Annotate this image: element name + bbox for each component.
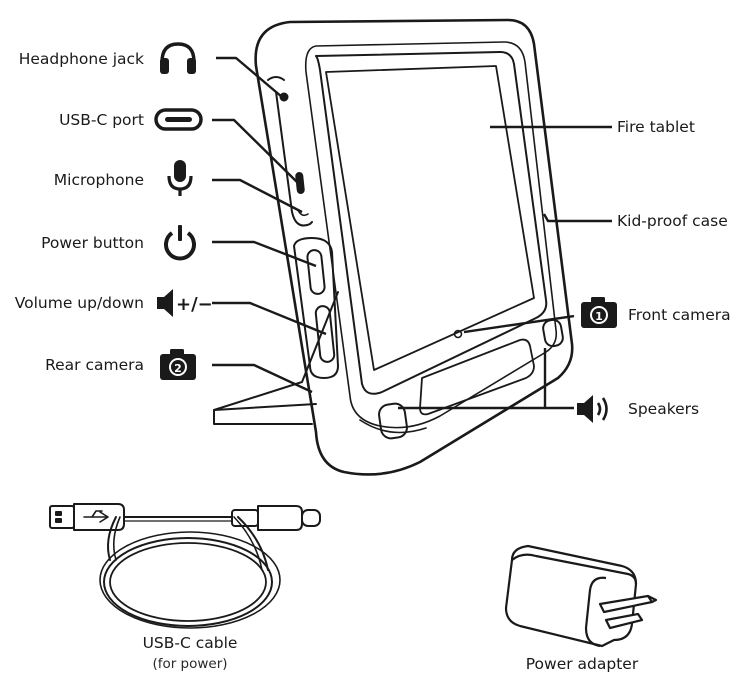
headphone-jack-hole	[279, 92, 289, 102]
speaker-left	[378, 402, 408, 440]
speaker-right	[542, 318, 564, 348]
usb-c-port-slot	[295, 172, 305, 194]
usb-c-port-icon	[154, 108, 203, 131]
speakers-label: Speakers	[628, 400, 700, 418]
front-camera-number: 1	[595, 310, 603, 323]
rear-camera-number: 2	[174, 362, 182, 375]
rear-camera-label: Rear camera	[45, 356, 144, 374]
fire-tablet-frame	[315, 51, 548, 395]
tablet-illustration	[213, 18, 574, 476]
volume-icon: +/−	[157, 289, 213, 317]
usb-c-cable-illustration	[49, 503, 321, 629]
bottom-speaker-bar	[419, 338, 535, 416]
power-icon	[164, 225, 196, 261]
volume-plus-minus: +/−	[176, 294, 213, 315]
button-bump	[293, 237, 339, 379]
kickstand	[213, 291, 339, 425]
adapter-prongs	[598, 594, 658, 630]
microphone-icon	[167, 160, 193, 196]
usb-c-cable-label: USB-C cable	[142, 634, 238, 652]
front-camera-label: Front camera	[628, 306, 731, 324]
usb-a-plug	[49, 503, 125, 531]
headphones-icon	[160, 42, 196, 74]
fire-tablet-screen	[325, 65, 535, 371]
power-adapter-illustration	[504, 544, 658, 648]
volume-button-shape	[314, 305, 336, 363]
front-camera-icon: 1	[581, 297, 617, 328]
power-button-label: Power button	[41, 234, 144, 252]
usb-c-port-label: USB-C port	[59, 111, 144, 129]
kid-proof-case-outline	[254, 18, 574, 476]
volume-label: Volume up/down	[14, 294, 144, 312]
speaker-icon	[577, 395, 608, 423]
leader-lines	[212, 56, 612, 410]
usb-c-cable-note: (for power)	[152, 656, 228, 672]
kid-proof-case-label: Kid-proof case	[617, 212, 728, 230]
power-button-shape	[306, 249, 326, 295]
front-camera-lens	[453, 329, 463, 339]
case-side	[275, 91, 313, 227]
microphone-label: Microphone	[53, 171, 144, 189]
rear-camera-icon: 2	[160, 349, 196, 380]
case-inner-bevel	[304, 41, 558, 429]
power-adapter-label: Power adapter	[525, 655, 639, 673]
headphone-jack-label: Headphone jack	[18, 50, 144, 68]
usb-c-plug	[231, 505, 321, 531]
fire-tablet-label: Fire tablet	[617, 118, 695, 136]
